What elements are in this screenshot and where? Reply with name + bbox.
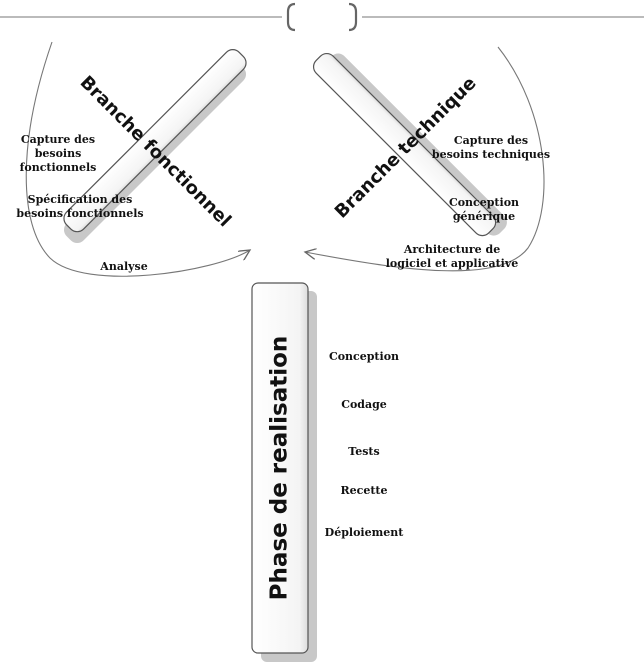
technical-branch-pill xyxy=(312,52,507,237)
header-rule xyxy=(0,2,644,32)
realisation-step-codage: Codage xyxy=(341,398,387,411)
functional-step-analyse: Analyse xyxy=(100,260,148,273)
realisation-step-tests: Tests xyxy=(348,445,380,458)
realisation-step-conception: Conception xyxy=(328,350,400,363)
technical-loop-arrow xyxy=(305,46,545,272)
realisation-phase-title: Phase de realisation xyxy=(267,336,293,601)
functional-loop-arrow xyxy=(25,41,250,277)
technical-step-capture: Capture des besoins techniques xyxy=(431,134,551,161)
realisation-step-deploiement: Déploiement xyxy=(324,526,404,539)
functional-branch-pill xyxy=(63,49,247,244)
technical-step-architecture: Architecture de logiciel et applicative xyxy=(385,243,519,270)
functional-step-specification: Spécification des besoins fonctionnels xyxy=(16,193,144,220)
realisation-phase-pill xyxy=(251,282,317,662)
functional-step-capture: Capture des besoins fonctionnels xyxy=(19,133,97,174)
technical-step-conception-generique: Conception générique xyxy=(448,196,520,223)
realisation-step-recette: Recette xyxy=(340,484,388,497)
